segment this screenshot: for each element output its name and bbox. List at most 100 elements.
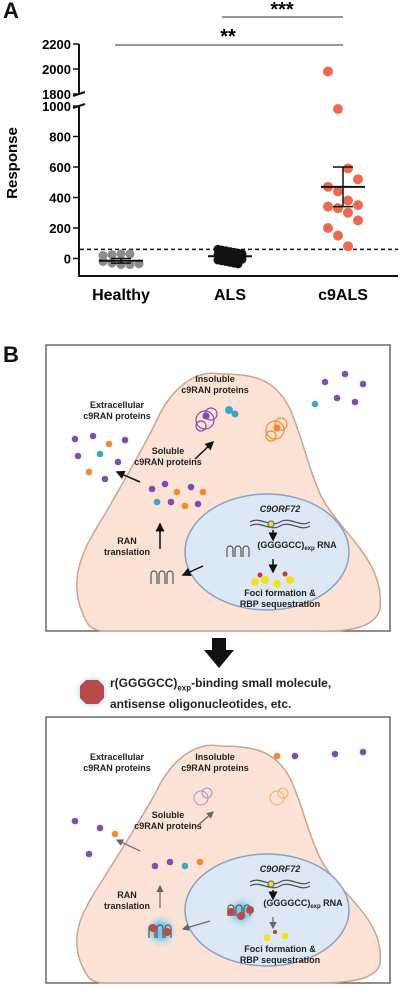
label-extracellular-1: Extracellular	[90, 400, 145, 410]
c9ran-protein-dots	[71, 370, 367, 510]
dna-helix-icon	[249, 519, 311, 529]
insoluble-aggregate-orange-icon	[269, 787, 289, 806]
data-point-c9als	[343, 163, 353, 174]
protein-dot-purple	[333, 394, 341, 402]
insoluble-aggregate-purple-icon	[193, 787, 213, 806]
drug-molecule-icon	[73, 673, 111, 711]
foci-icon	[263, 930, 289, 942]
label-soluble-1: Soluble	[152, 810, 185, 820]
protein-dot-orange	[105, 440, 113, 448]
label-foci-1: Foci formation &	[244, 588, 316, 598]
label-ran-2: translation	[104, 901, 150, 911]
protein-dot-orange	[181, 502, 189, 510]
down-arrow-icon	[204, 638, 234, 668]
protein-dot-purple	[114, 458, 122, 466]
insoluble-aggregate-purple-icon	[195, 407, 218, 432]
protein-dot-purple	[85, 850, 93, 858]
protein-dot-orange	[85, 468, 93, 476]
arrow-to-extracellular	[115, 470, 141, 483]
treatment-line-1: r(GGGGCC)exp-binding small molecule,	[110, 676, 332, 693]
protein-dot-purple	[96, 824, 104, 832]
protein-dot-purple	[74, 452, 82, 460]
insoluble-aggregate-cyan-icon	[225, 406, 239, 418]
arrow-to-insoluble	[194, 440, 215, 460]
protein-dot-purple	[166, 858, 174, 866]
protein-dot-purple	[359, 380, 367, 388]
label-soluble-1: Soluble	[152, 446, 185, 456]
data-point-c9als	[343, 195, 353, 206]
data-point-c9als	[353, 174, 363, 185]
tick-label-2000: 2000	[42, 62, 71, 77]
protein-dot-orange	[111, 830, 119, 838]
data-point-c9als	[333, 186, 343, 197]
response-scatter-chart: Response *** ** 2200 2000 1800 1000 800 …	[4, 0, 398, 304]
label-soluble-2: c9RAN proteins	[134, 821, 202, 831]
data-point-c9als	[333, 230, 343, 241]
protein-dot-purple	[291, 752, 299, 760]
label-extracellular-2: c9RAN proteins	[83, 763, 151, 773]
protein-dot-cyan	[181, 862, 189, 870]
significance-label-top: ***	[270, 0, 294, 21]
tick-label-400: 400	[49, 191, 71, 206]
category-label-healthy: Healthy	[92, 287, 150, 304]
foci-icon	[251, 571, 294, 588]
treatment-line-2: antisense oligonucleotides, etc.	[110, 697, 292, 712]
protein-dot-purple	[148, 485, 156, 493]
data-point-c9als	[323, 223, 333, 233]
arrow-to-extracellular	[115, 839, 141, 852]
lower-ticks: 1000 800 600 400 200 0	[42, 99, 79, 267]
label-ran-1: RAN	[117, 536, 137, 546]
data-point-c9als	[333, 104, 343, 115]
protein-dot-purple	[151, 862, 159, 870]
label-ran-1: RAN	[117, 890, 137, 900]
label-foci-2: RBP sequestration	[240, 599, 320, 609]
protein-dot-purple	[359, 748, 367, 756]
label-soluble-2: c9RAN proteins	[134, 457, 202, 467]
protein-dot-orange	[199, 488, 207, 496]
panel-b-letter: B	[3, 342, 19, 367]
protein-dot-purple	[321, 378, 329, 386]
tick-label-0: 0	[64, 252, 71, 267]
data-point-healthy	[116, 249, 126, 259]
tick-label-800: 800	[49, 130, 71, 145]
error-bars	[99, 166, 365, 264]
category-label-c9als: c9ALS	[318, 287, 368, 304]
cytoplasm-rna-hairpin-icon	[150, 570, 174, 584]
upper-ticks: 2200 2000 1800	[42, 37, 79, 102]
protein-dot-cyan	[96, 450, 104, 458]
data-point-c9als	[343, 207, 353, 218]
cell-diagram-untreated: Extracellular c9RAN proteins Insoluble c…	[45, 344, 391, 632]
significance-label-bottom: **	[220, 26, 236, 48]
label-ran-2: translation	[104, 547, 150, 557]
arrow-to-insoluble	[194, 811, 214, 829]
label-foci-2: RBP sequestration	[240, 955, 320, 965]
data-point-healthy	[125, 249, 135, 259]
data-point-c9als	[343, 241, 353, 252]
tick-label-1800: 1800	[42, 87, 71, 102]
data-point-als	[233, 259, 243, 269]
protein-dot-purple	[341, 370, 349, 378]
nucleus	[184, 853, 350, 967]
label-extracellular-2: c9RAN proteins	[83, 411, 151, 421]
label-rna: (GGGGCC)exp RNA	[263, 898, 343, 910]
drug-bound-icon	[227, 906, 254, 920]
protein-dot-purple	[101, 475, 109, 483]
label-insoluble-1: Insoluble	[195, 374, 235, 384]
treatment-description: r(GGGGCC)exp-binding small molecule, ant…	[110, 675, 390, 713]
dna-helix-icon	[249, 879, 311, 889]
data-point-c9als	[333, 203, 343, 214]
label-gene: C9ORF72	[260, 504, 301, 514]
panel-a-letter: A	[3, 0, 19, 23]
data-point-c9als	[323, 201, 333, 212]
protein-dot-orange	[173, 488, 181, 496]
protein-dot-purple	[161, 480, 169, 488]
insoluble-aggregate-orange-icon	[265, 417, 288, 442]
label-insoluble-2: c9RAN proteins	[181, 763, 249, 773]
drug-bound-icon	[149, 924, 171, 936]
label-gene: C9ORF72	[260, 864, 301, 874]
data-point-healthy	[98, 250, 108, 260]
data-points	[98, 66, 363, 270]
protein-dot-orange	[273, 752, 281, 760]
tick-label-1000: 1000	[42, 99, 71, 114]
tick-label-2200: 2200	[42, 37, 71, 52]
